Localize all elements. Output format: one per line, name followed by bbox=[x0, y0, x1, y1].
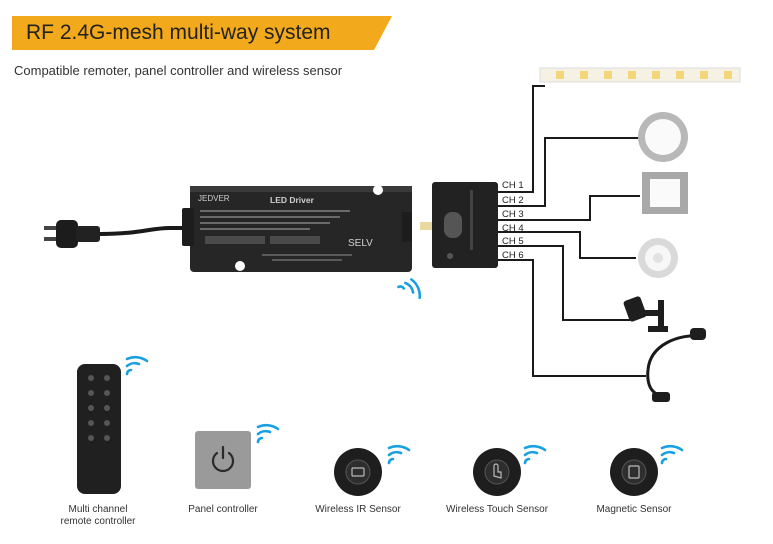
caption-panel-controller: Panel controller bbox=[188, 504, 258, 515]
round-downlight bbox=[638, 112, 688, 162]
page-subtitle: Compatible remoter, panel controller and… bbox=[14, 63, 343, 78]
square-panel-light bbox=[642, 172, 688, 214]
ir-signal-icon bbox=[387, 444, 411, 465]
channel-label-6: CH 6 bbox=[502, 250, 524, 261]
puck-light bbox=[638, 238, 678, 278]
power-plug bbox=[44, 220, 100, 248]
banner-shape bbox=[12, 16, 392, 50]
title-banner bbox=[12, 16, 392, 50]
page-title: RF 2.4G-mesh multi-way system bbox=[26, 21, 331, 44]
spot-light bbox=[623, 296, 668, 332]
caption-ir-sensor: Wireless IR Sensor bbox=[315, 504, 401, 515]
gooseneck-light bbox=[646, 328, 706, 402]
channel-hub bbox=[420, 182, 498, 268]
channel-label-1: CH 1 bbox=[502, 180, 524, 191]
touch-signal-icon bbox=[523, 444, 547, 465]
driver-name: LED Driver bbox=[270, 195, 315, 205]
magnetic-sensor-icon bbox=[610, 448, 658, 496]
remote-signal-icon bbox=[125, 355, 149, 376]
ir-sensor-icon bbox=[334, 448, 382, 496]
driver-signal-icon bbox=[397, 277, 425, 306]
channel-label-2: CH 2 bbox=[502, 195, 524, 206]
power-icon bbox=[195, 431, 251, 489]
led-driver: JEDVER LED Driver SELV bbox=[182, 185, 412, 272]
led-strip bbox=[539, 67, 741, 83]
driver-brand: JEDVER bbox=[198, 194, 230, 203]
selv-mark: SELV bbox=[348, 238, 373, 249]
channel-label-5: CH 5 bbox=[502, 236, 524, 247]
remote-control-icon bbox=[77, 364, 121, 494]
power-cable bbox=[99, 226, 192, 236]
touch-sensor-icon bbox=[473, 448, 521, 496]
channel-label-4: CH 4 bbox=[502, 223, 524, 234]
magnetic-signal-icon bbox=[660, 444, 684, 465]
panel-signal-icon bbox=[256, 423, 280, 444]
caption-magnetic-sensor: Magnetic Sensor bbox=[596, 504, 672, 515]
channel-wires bbox=[498, 85, 646, 377]
caption-remote-controller: Multi channel remote controller bbox=[60, 504, 136, 527]
caption-touch-sensor: Wireless Touch Sensor bbox=[445, 504, 549, 515]
channel-label-3: CH 3 bbox=[502, 209, 524, 220]
